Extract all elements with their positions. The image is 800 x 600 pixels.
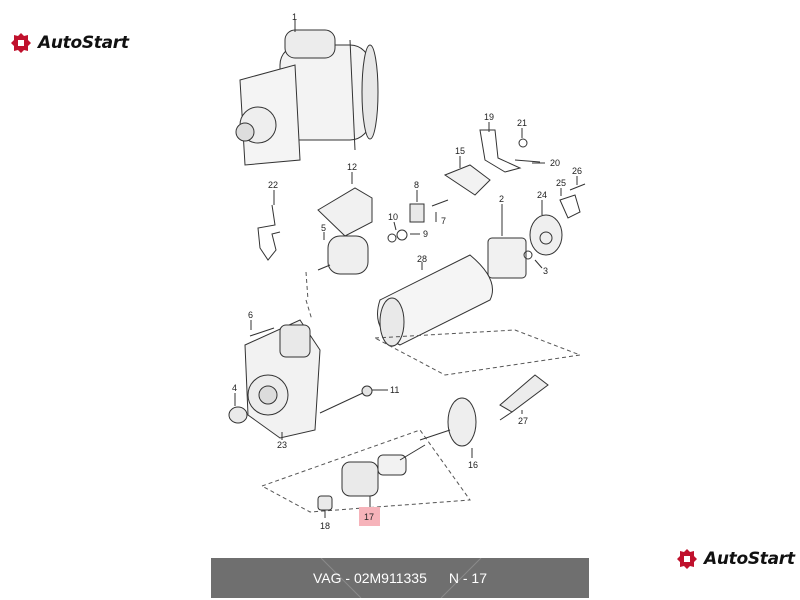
assembly-guides — [261, 271, 582, 513]
callout-1: 1 — [292, 12, 297, 22]
callout-15: 15 — [455, 146, 465, 156]
part-drive-end-bracket-23[interactable] — [244, 319, 321, 439]
part-small-bits[interactable] — [387, 199, 449, 243]
callout-9: 9 — [423, 229, 428, 239]
callout-28: 28 — [417, 254, 427, 264]
part-planetary-16[interactable] — [419, 397, 477, 447]
part-armature-27[interactable] — [499, 374, 549, 421]
part-bushing-18[interactable] — [317, 495, 333, 511]
part-housing-28[interactable] — [377, 254, 493, 347]
highlight-17 — [359, 507, 380, 526]
callout-labels: 1 2 3 4 5 6 7 8 9 10 11 12 15 16 17 18 1… — [232, 12, 582, 531]
callout-24: 24 — [537, 190, 547, 200]
part-pinion-17[interactable] — [341, 444, 426, 497]
brand-logo-top: AutoStart — [10, 32, 129, 54]
part-solenoid-5[interactable] — [317, 235, 369, 275]
part-number: VAG - 02M911335 — [312, 570, 427, 586]
part-ring-4[interactable] — [228, 406, 248, 424]
callout-19: 19 — [484, 112, 494, 122]
part-bracket-22[interactable] — [257, 204, 281, 261]
callout-17: 17 — [364, 512, 374, 522]
position-number: N - 17 — [448, 570, 487, 586]
callout-21: 21 — [517, 118, 527, 128]
callout-18: 18 — [320, 521, 330, 531]
footer-decoration — [320, 558, 482, 598]
gear-puzzle-icon — [677, 549, 697, 569]
part-solenoid-cover-12[interactable] — [317, 187, 373, 237]
callout-22: 22 — [268, 180, 278, 190]
part-number-footer: VAG - 02M911335 N - 17 — [211, 558, 589, 598]
leader-lines — [234, 20, 578, 518]
callout-8: 8 — [414, 180, 419, 190]
callout-3: 3 — [543, 266, 548, 276]
part-brackets-top-right[interactable] — [443, 129, 586, 256]
callout-26: 26 — [572, 166, 582, 176]
callout-10: 10 — [388, 212, 398, 222]
callout-20: 20 — [550, 158, 560, 168]
callout-5: 5 — [321, 223, 326, 233]
callout-27: 27 — [518, 416, 528, 426]
brand-logo-bottom: AutoStart — [676, 548, 795, 570]
brand-name: AutoStart — [38, 33, 129, 53]
part-brush-holder[interactable] — [487, 237, 533, 279]
gear-puzzle-icon — [11, 33, 31, 53]
callout-12: 12 — [347, 162, 357, 172]
callout-7: 7 — [441, 216, 446, 226]
callout-23: 23 — [277, 440, 287, 450]
part-bolt-11[interactable] — [319, 385, 373, 414]
part-screw-6[interactable] — [249, 327, 275, 337]
brand-name-bottom: AutoStart — [704, 549, 795, 569]
callout-2: 2 — [499, 194, 504, 204]
part-starter-assembly[interactable] — [235, 29, 379, 166]
callout-4: 4 — [232, 383, 237, 393]
callout-16: 16 — [468, 460, 478, 470]
callout-25: 25 — [556, 178, 566, 188]
callout-6: 6 — [248, 310, 253, 320]
callout-11: 11 — [390, 385, 399, 395]
